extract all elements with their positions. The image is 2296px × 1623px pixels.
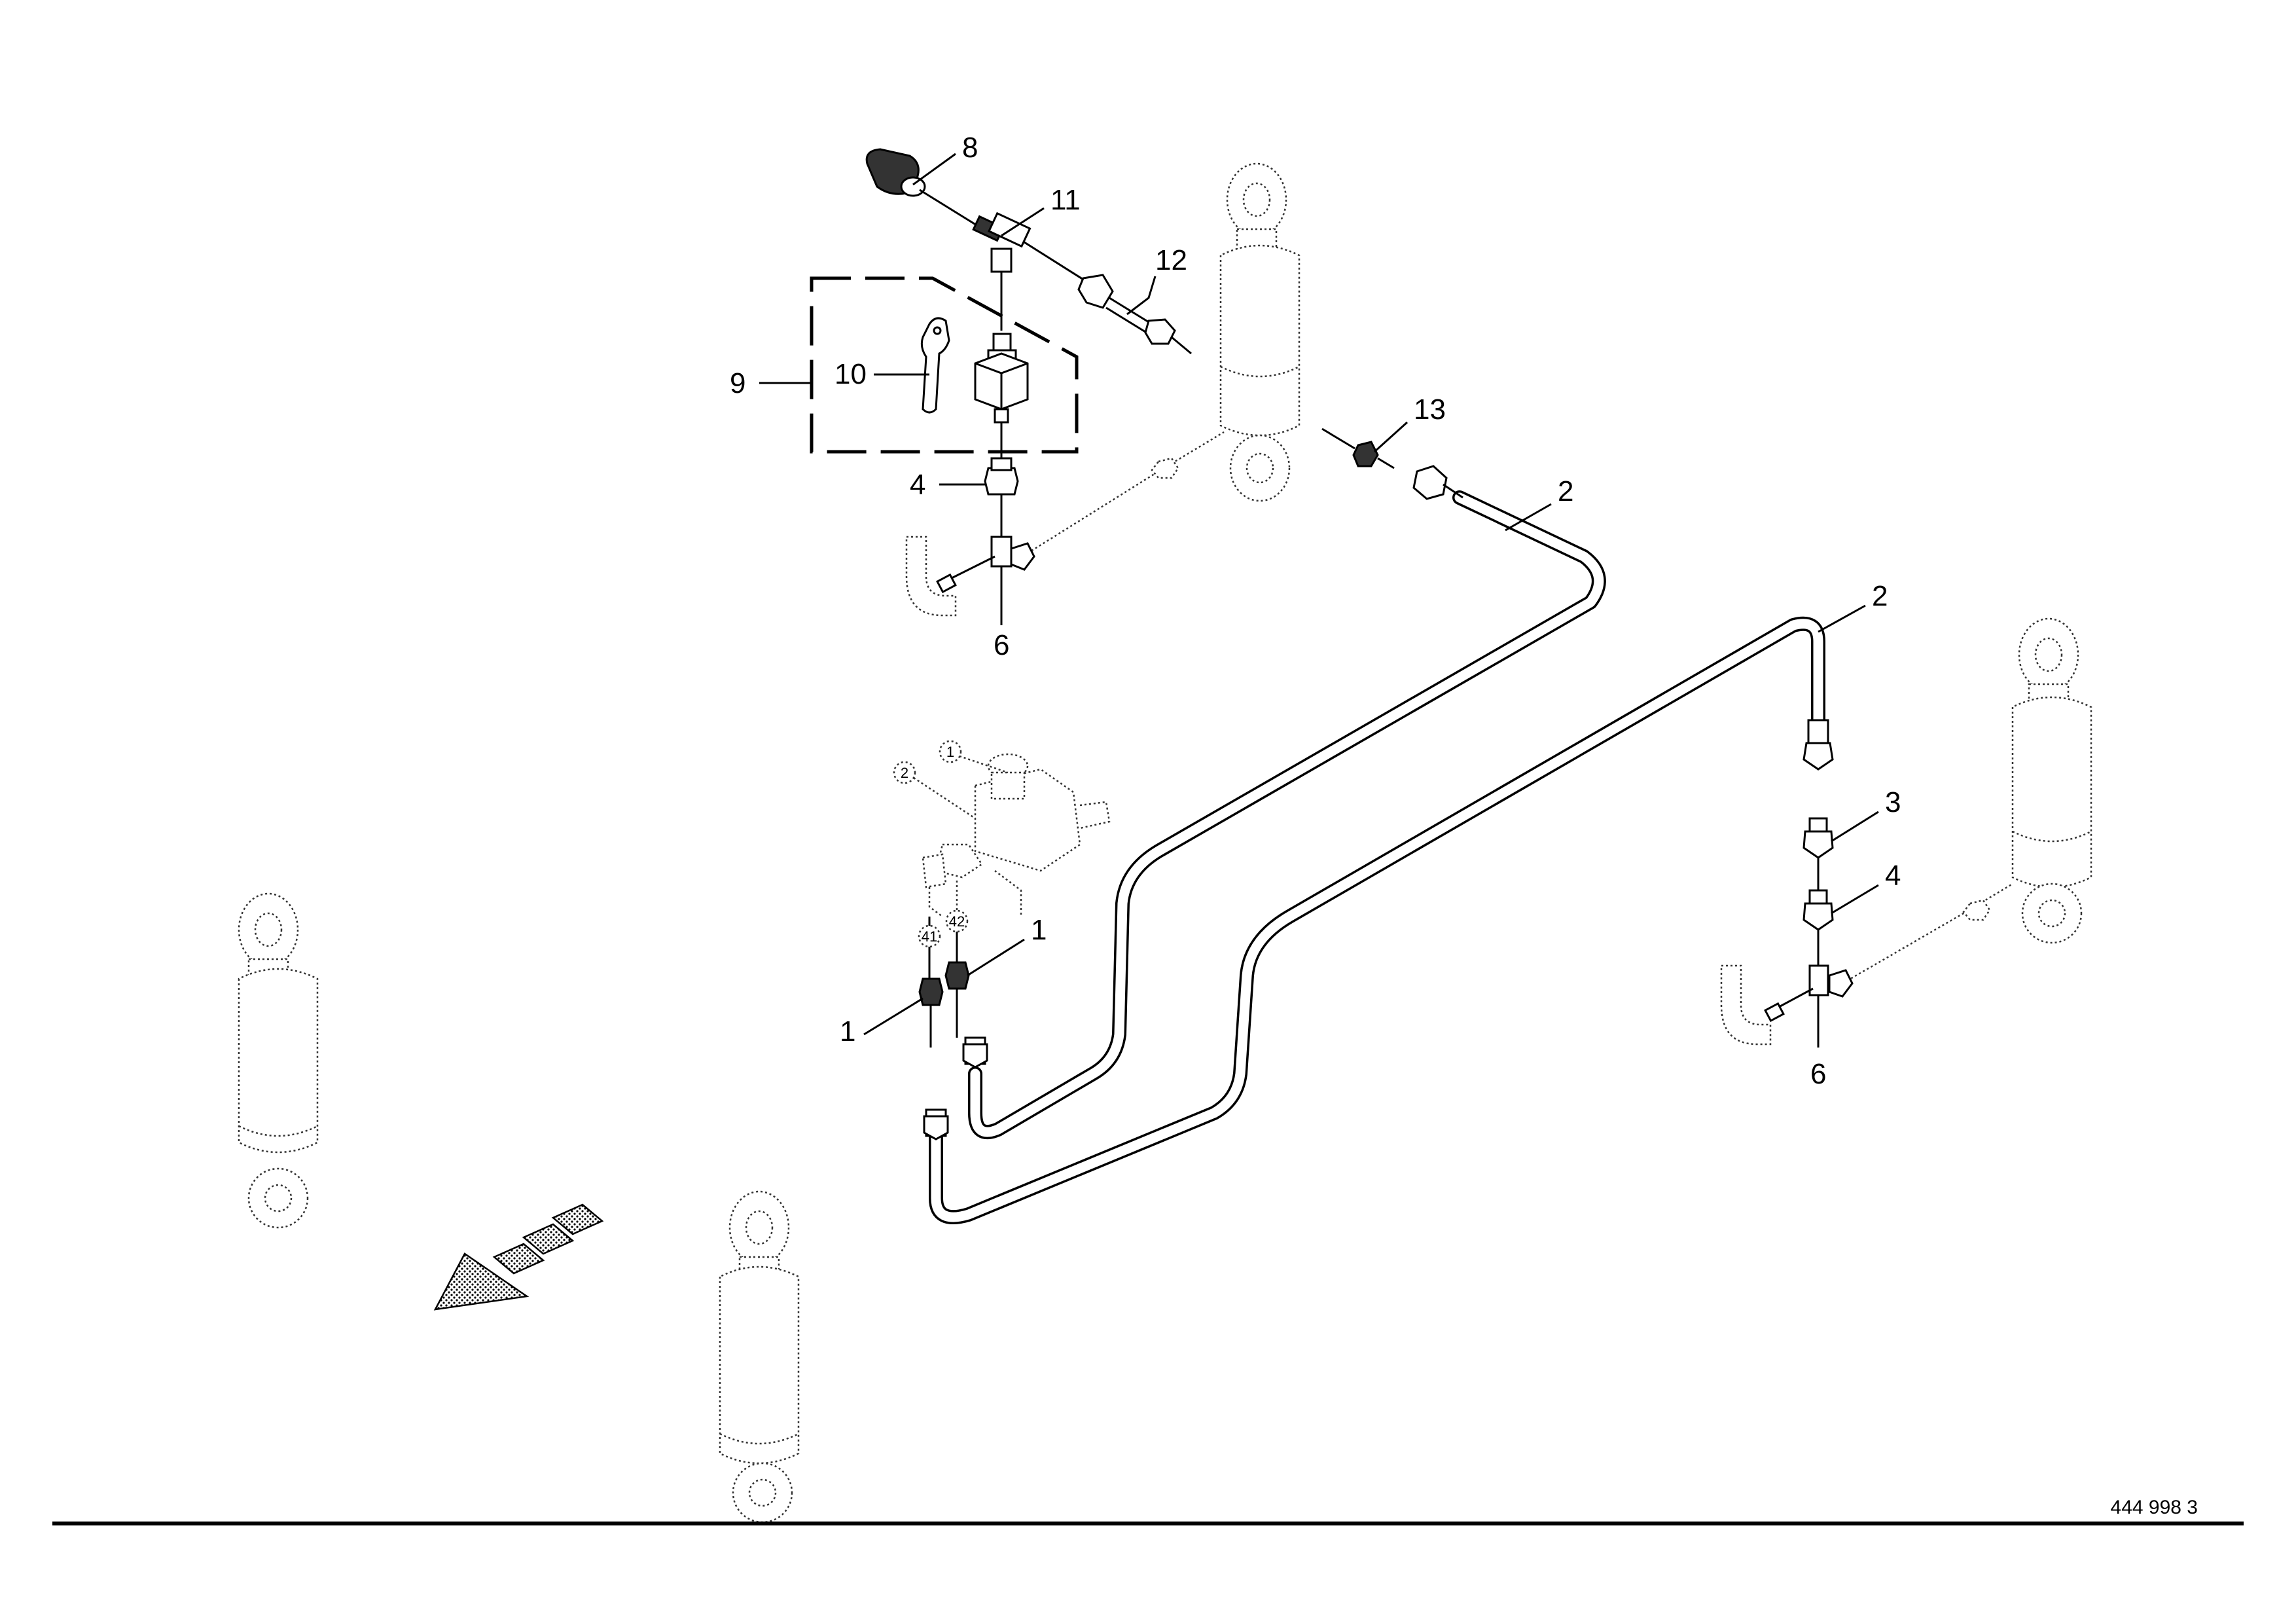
port-marker-1: 1 xyxy=(939,740,1009,774)
kit-9-boundary xyxy=(810,276,1079,454)
svg-text:1: 1 xyxy=(946,744,954,760)
pipe-end-fitting-left-b xyxy=(923,1108,949,1140)
bracket-10 xyxy=(920,317,950,414)
pipe-12 xyxy=(1077,274,1192,355)
callout-9: 9 xyxy=(730,367,812,399)
tee-fitting-6-upper xyxy=(936,536,1035,625)
elbow-ghost-left xyxy=(905,536,957,617)
shock-absorber-rear-top xyxy=(1219,162,1300,502)
svg-text:10: 10 xyxy=(834,358,867,390)
nut-4-upper xyxy=(984,457,1019,540)
ghost-nut-lower xyxy=(1962,899,1991,921)
callout-12: 12 xyxy=(1126,244,1187,316)
shock-absorber-left xyxy=(238,892,319,1229)
callout-4-upper: 4 xyxy=(910,469,985,501)
callout-10: 10 xyxy=(834,358,929,390)
svg-text:8: 8 xyxy=(962,132,978,164)
svg-text:1: 1 xyxy=(840,1015,855,1048)
svg-text:13: 13 xyxy=(1414,393,1446,426)
elbow-ghost-right xyxy=(1720,964,1772,1046)
shock-absorber-front xyxy=(719,1190,800,1523)
callout-1-right: 1 xyxy=(967,914,1047,977)
port-marker-2: 2 xyxy=(893,761,976,820)
callout-6-right: 6 xyxy=(1810,1058,1826,1090)
callout-11: 11 xyxy=(1001,184,1081,237)
svg-text:2: 2 xyxy=(1872,580,1888,612)
callout-8: 8 xyxy=(912,132,978,186)
svg-text:4: 4 xyxy=(1885,860,1901,892)
callout-4-right: 4 xyxy=(1831,860,1901,915)
connector-8 xyxy=(865,148,989,234)
ghost-nut-upper xyxy=(1151,457,1179,479)
svg-text:3: 3 xyxy=(1885,786,1901,818)
pipe-end-fitting-top xyxy=(1412,465,1463,500)
callout-1-left: 1 xyxy=(840,997,924,1048)
dotted-link-lower xyxy=(1839,883,2013,987)
pipe-end-fitting-left-a xyxy=(962,1036,988,1068)
tee-fitting-11 xyxy=(972,211,1087,331)
port-marker-42: 42 xyxy=(945,909,969,933)
callout-2-upper: 2 xyxy=(1505,475,1573,532)
svg-text:1: 1 xyxy=(1031,914,1047,946)
callout-13: 13 xyxy=(1373,393,1446,453)
level-valve-ghost xyxy=(922,753,1111,917)
callout-6-upper: 6 xyxy=(994,629,1009,661)
svg-text:4: 4 xyxy=(910,469,925,501)
valve-9 xyxy=(974,333,1029,462)
document-number: 444 998 3 xyxy=(2111,1497,2198,1518)
nut-4-right xyxy=(1803,889,1834,966)
dotted-link-upper xyxy=(1027,431,1225,555)
fitting-3 xyxy=(1803,817,1834,894)
callout-2-right: 2 xyxy=(1818,580,1888,633)
svg-text:2: 2 xyxy=(1558,475,1573,507)
direction-arrow-icon xyxy=(433,1203,604,1311)
svg-text:6: 6 xyxy=(1810,1058,1826,1090)
fitting-1-b xyxy=(944,917,970,1038)
svg-text:9: 9 xyxy=(730,367,745,399)
svg-text:12: 12 xyxy=(1155,244,1187,276)
tee-fitting-6-right xyxy=(1764,964,1854,1048)
port-marker-41: 41 xyxy=(918,924,941,948)
svg-text:42: 42 xyxy=(949,913,965,930)
svg-text:2: 2 xyxy=(901,765,908,781)
pipe-upper xyxy=(968,490,1606,1139)
svg-text:41: 41 xyxy=(922,928,937,945)
svg-text:6: 6 xyxy=(994,629,1009,661)
pipe-lower xyxy=(929,616,1825,1224)
pipe-end-fitting-right xyxy=(1803,719,1834,771)
fitting-13 xyxy=(1321,428,1395,469)
callout-3: 3 xyxy=(1831,786,1901,843)
shock-absorber-right xyxy=(2011,617,2092,944)
svg-text:11: 11 xyxy=(1050,184,1081,216)
